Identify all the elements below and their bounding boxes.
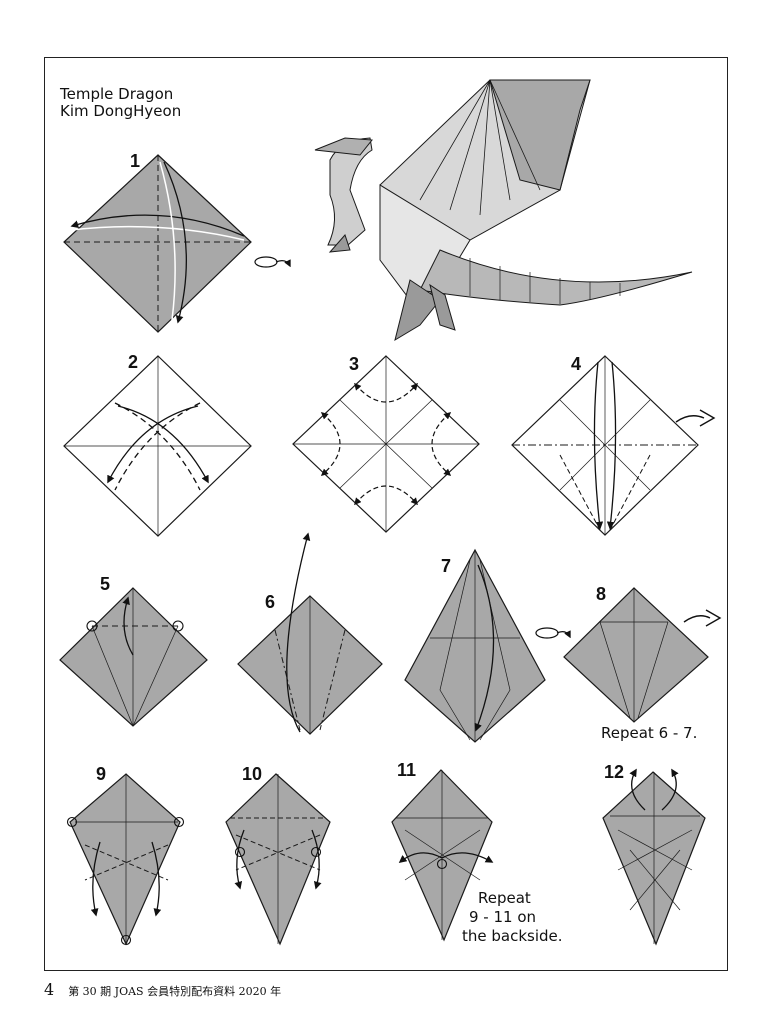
step-2-number: 2: [128, 352, 138, 372]
flip-arrow-icon: [683, 609, 722, 627]
step-9-number: 9: [96, 764, 106, 784]
step-5-number: 5: [100, 574, 110, 594]
step-2-diagram: [63, 355, 252, 537]
turn-over-icon: [254, 256, 291, 268]
step-8-diagram: [563, 587, 709, 723]
repeat-9-11-note: Repeat 9 - 11 on the backside.: [462, 889, 563, 945]
step-1-diagram: [63, 154, 252, 333]
step-1-number: 1: [130, 151, 140, 171]
step-10-diagram: [225, 773, 331, 946]
publication-info: 第 30 期 JOAS 会員特別配布資料 2020 年: [68, 985, 282, 998]
model-author: Kim DongHyeon: [60, 102, 182, 120]
step-7-number: 7: [441, 556, 451, 576]
step-12-number: 12: [604, 762, 624, 782]
title-block: Temple Dragon Kim DongHyeon: [60, 86, 181, 120]
step-11-number: 11: [397, 760, 416, 780]
flip-arrow-icon: [675, 409, 716, 427]
turn-over-icon: [535, 627, 571, 639]
page-number: 4: [44, 980, 55, 999]
repeat-9-11-line-3: the backside.: [462, 927, 563, 945]
model-title: Temple Dragon: [60, 85, 174, 103]
step-4-diagram: [511, 355, 699, 536]
dragon-final-model: [314, 79, 693, 342]
step-3-diagram: [292, 355, 480, 533]
step-4-number: 4: [571, 354, 581, 374]
step-5-diagram: [59, 587, 208, 727]
step-9-diagram: [66, 773, 185, 946]
repeat-6-7-note: Repeat 6 - 7.: [601, 724, 697, 742]
page-frame: [44, 57, 728, 971]
step-10-number: 10: [242, 764, 262, 784]
step-7-diagram: [404, 548, 546, 743]
step-6-diagram: [237, 532, 383, 735]
step-6-number: 6: [265, 592, 275, 612]
step-11-diagram: [391, 769, 494, 942]
step-12-diagram: [602, 768, 706, 946]
page-footer: 4 第 30 期 JOAS 会員特別配布資料 2020 年: [44, 980, 281, 999]
repeat-9-11-line-1: Repeat: [478, 889, 531, 907]
step-3-number: 3: [349, 354, 359, 374]
step-8-number: 8: [596, 584, 606, 604]
repeat-9-11-line-2: 9 - 11 on: [469, 908, 536, 926]
